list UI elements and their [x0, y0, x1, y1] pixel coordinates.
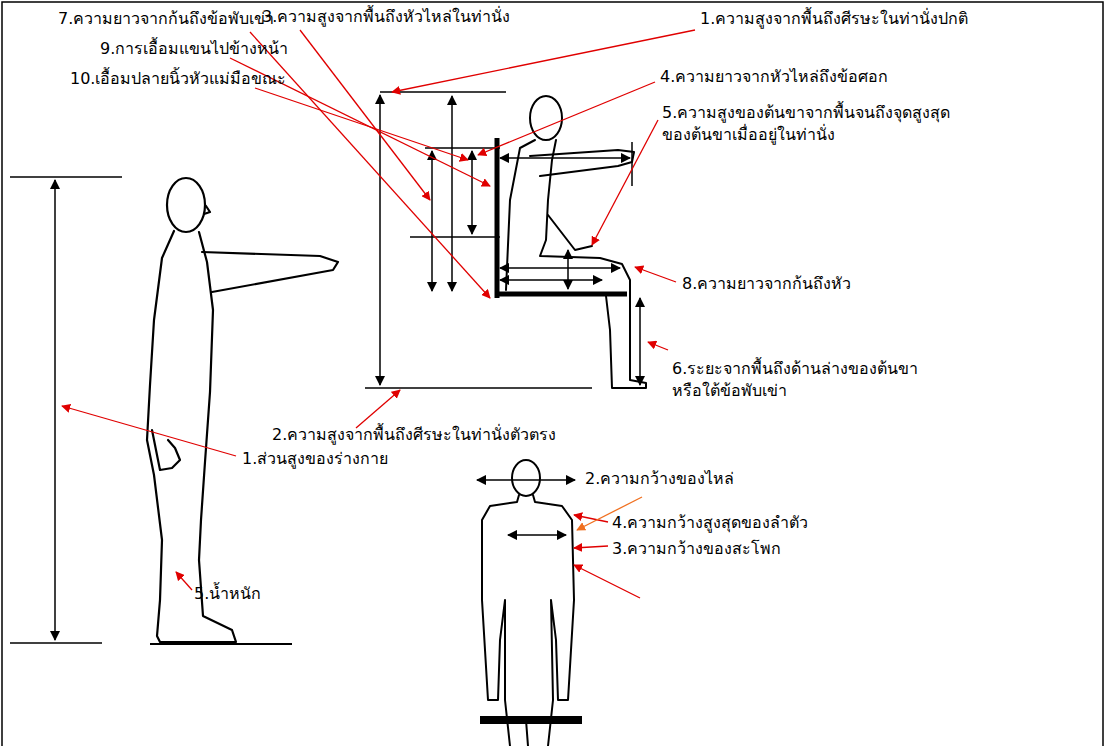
leader-lines [62, 30, 695, 598]
dimension-label: 3.ความกว้างของสะโพก [612, 538, 781, 560]
dimension-arrow [477, 479, 575, 481]
seated-figure [506, 96, 646, 388]
chair-back [495, 138, 500, 298]
tick-line [410, 236, 500, 238]
dimension-label: 2.ความสูงจากพื้นถึงศีรษะในท่านั่งตัวตรง [272, 424, 556, 446]
dimension-label: 2.ความกว้างของไหล่ [585, 468, 734, 490]
dimension-label: 4.ความยาวจากหัวไหล่ถึงข้อศอก [660, 66, 888, 88]
dimension-arrow [508, 534, 566, 536]
dimension-label: 5.น้ำหนัก [194, 583, 261, 605]
tick-line [10, 176, 122, 178]
dimension-label: 1.ส่วนสูงของร่างกาย [242, 448, 388, 470]
floor-line [365, 387, 592, 389]
tick-line [631, 142, 633, 186]
dimension-label: 10.เอื้อมปลายนิ้วหัวแม่มือขณะ [70, 68, 286, 90]
tick-line [380, 91, 506, 93]
tick-line [10, 642, 102, 644]
dimension-label: 1.ความสูงจากพื้นถึงศีรษะในท่านั่งปกติ [700, 8, 968, 30]
standing-figure [147, 178, 338, 642]
dimension-label: 6.ระยะจากพื้นถึงด้านล่างของต้นขา หรือใต้… [672, 358, 1100, 401]
ground-line [150, 643, 292, 645]
tick-line [425, 147, 500, 149]
dimension-label: 4.ความกว้างสูงสุดของลำตัว [612, 512, 808, 534]
back-view-figure [482, 460, 574, 746]
seat-bar [480, 716, 582, 724]
dimension-arrows [380, 95, 640, 385]
chair-seat [495, 292, 627, 297]
dimension-label: 3.ความสูงจากพื้นถึงหัวไหล่ในท่านั่ง [262, 6, 510, 28]
dimension-label: 7.ความยาวจากก้นถึงข้อพับเข่า [58, 8, 274, 30]
dimension-arrow [54, 180, 56, 640]
dimension-label: 5.ความสูงของต้นขาจากพื้นจนถึงจุดสูงสุด ข… [662, 102, 1100, 145]
dimension-label: 9.การเอื้อมแขนไปข้างหน้า [100, 38, 288, 60]
dimension-label: 8.ความยาวจากก้นถึงหัว [682, 273, 851, 295]
